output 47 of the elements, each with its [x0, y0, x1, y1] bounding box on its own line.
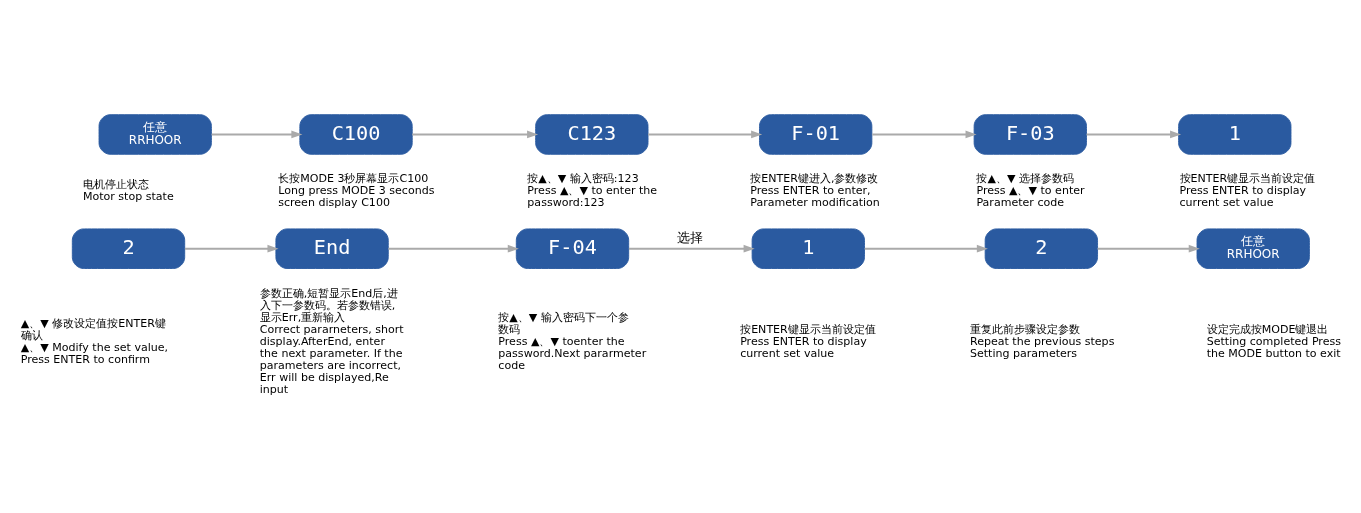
node-box: 1 [751, 227, 865, 269]
node-label: 电机停止状态 [82, 177, 149, 191]
node-label: Long press MODE 3 seconds screen display C100 [278, 183, 435, 209]
arrow [184, 244, 279, 253]
arrow [1085, 130, 1182, 138]
node-label: Press ENTER to display current set value [1179, 183, 1307, 209]
node-box: 任意 RRHOOR [1196, 227, 1310, 269]
node-label: 按ENTER键进入,参数修改 [750, 171, 879, 185]
node-box: C100 [299, 113, 413, 155]
arrow [210, 130, 303, 138]
arrow [871, 130, 977, 138]
node-label: Motor stop state [82, 189, 174, 203]
node-label: ▲、▼ Modify the set value, Press ENTER to confirm [20, 340, 169, 366]
node-label: Press ▲、▼ to enter the password:123 [527, 183, 658, 209]
arrow [628, 244, 755, 253]
edge-label: 选择 [677, 229, 704, 245]
node-label: 按▲、▼ 输入密码:123 [527, 171, 639, 185]
node-box: 任意 RRHOOR [98, 113, 212, 155]
node-label: Press ▲、▼ to enter Parameter code [976, 183, 1085, 209]
node-label: Press ▲、▼ toenter the password.Next pararmeter code [498, 334, 647, 372]
node-label: 设定完成按MODE键退出 [1206, 322, 1329, 336]
node-box: 2 [984, 227, 1098, 269]
arrow [863, 244, 988, 253]
arrow [1096, 244, 1200, 253]
node-label: Press ENTER to enter, Parameter modification [750, 183, 880, 209]
node-box: C123 [535, 113, 649, 155]
node-label: 重复此前步骤设定参数 [969, 322, 1080, 336]
node-label: 参数正确,短暂显示End后,进入下一参数码。若参数错误,显示Err,重新输入 [259, 286, 398, 324]
node-box: End [275, 227, 389, 269]
arrow [387, 244, 519, 253]
node-label: ▲、▼ 修改设定值按ENTER键确认 [20, 316, 166, 342]
node-box: 1 [1178, 113, 1292, 155]
node-box: F-03 [973, 113, 1087, 155]
node-label: Repeat the previous steps Setting parameters [969, 334, 1115, 360]
node-box: 2 [71, 227, 186, 269]
node-box: F-01 [759, 113, 873, 155]
node-label: 按ENTER键显示当前设定值 [740, 322, 876, 336]
node-label: 按ENTER键显示当前设定值 [1179, 171, 1316, 185]
node-label: 按▲、▼ 选择参数码 [976, 171, 1074, 185]
node-label: Setting completed Press the MODE button to exit [1206, 334, 1341, 360]
node-label: Correct pararneters, short display.AfterEnd, enter the next parameter. If the parameters are incorrect, Err will be displayed,Re input [259, 322, 404, 395]
node-label: 按▲、▼ 输入密码下一个参数码 [498, 310, 629, 336]
node-box: F-04 [515, 227, 630, 269]
node-label: Press ENTER to display current set value [740, 334, 867, 360]
arrow [647, 130, 763, 138]
node-label: 长按MODE 3秒屏幕显示C100 [278, 171, 429, 185]
arrow [411, 130, 539, 138]
